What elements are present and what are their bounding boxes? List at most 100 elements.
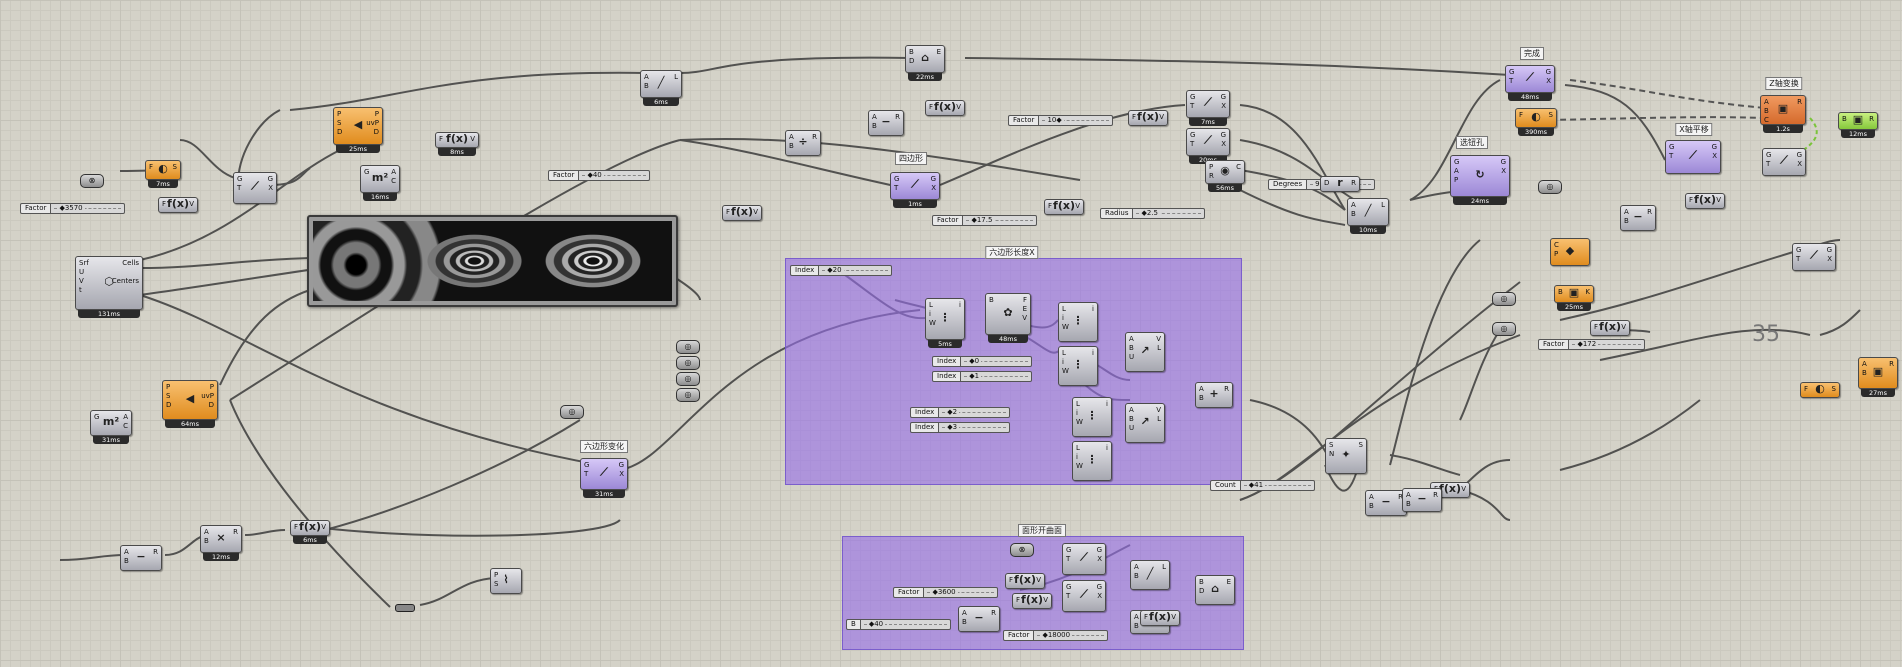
param-i[interactable]: ◎ [1492,322,1516,336]
component-outputs[interactable]: i [959,301,961,309]
component-li3[interactable]: L i W⋮i [1072,397,1112,437]
component-inputs[interactable]: A B U [1129,406,1135,432]
component-outputs[interactable]: R [233,528,238,536]
component-inputs[interactable]: Srf U V t [79,259,89,294]
component-outputs[interactable]: V L [1156,406,1161,423]
component-inputs[interactable]: P R [1209,163,1214,180]
component-inputs[interactable]: A B U [1129,335,1135,361]
component-outputs[interactable]: i [1106,400,1108,408]
component-inputs[interactable]: A B [1406,491,1411,508]
component-outputs[interactable]: Cells Centers [111,259,139,285]
component-outputs[interactable]: K [1585,288,1590,296]
component-line3[interactable]: A B╱L [1130,560,1170,590]
component-inputs[interactable]: F [149,163,154,171]
component-inputs[interactable]: L i W [1062,305,1069,331]
slider-index-20[interactable]: Index◆20 [790,265,892,276]
slider-index-2[interactable]: Index◆2 [910,407,1010,418]
component-outputs[interactable]: R [1647,208,1652,216]
component-inputs[interactable]: A B [1624,208,1629,225]
component-sn[interactable]: S N✦S [1325,438,1367,474]
param-c[interactable]: ◎ [676,372,700,386]
component-rng[interactable]: G T⟋G X [233,172,277,204]
param-h[interactable]: ◎ [1492,292,1516,306]
param-f[interactable]: ◎ [1538,180,1562,194]
component-inputs[interactable]: L i W [929,301,936,327]
component-outputs[interactable]: V [1043,596,1048,604]
param-d[interactable]: ◎ [676,388,700,402]
component-orange1[interactable]: C P◆ [1550,238,1590,266]
component-sub4[interactable]: A B−R [120,545,162,571]
component-outputs[interactable]: G X [1826,246,1832,263]
wire-relay[interactable] [395,604,415,612]
component-inputs[interactable]: D [1324,179,1330,187]
component-outputs[interactable]: R [812,133,817,141]
component-outputs[interactable]: S [172,163,177,171]
component-inputs[interactable]: F [1519,111,1524,119]
component-inputs[interactable]: P S D [337,110,343,136]
slider-count[interactable]: Count◆41 [1210,480,1315,491]
component-rng7[interactable]: G T⟋G X [1762,148,1806,176]
component-inputs[interactable]: L i W [1062,349,1069,375]
component-rng4[interactable]: G T⟋G X20ms [1186,128,1230,164]
component-outputs[interactable]: P uvP D [366,110,379,136]
component-outputs[interactable]: V [470,135,475,143]
component-inputs[interactable]: F [162,200,167,208]
component-outputs[interactable]: G X [267,175,273,192]
component-inputs[interactable]: G T [1766,151,1772,168]
component-inputs[interactable]: G T [237,175,243,192]
component-outputs[interactable]: G X [1500,158,1506,175]
component-outputs[interactable]: S [1548,111,1553,119]
component-inputs[interactable]: B [1842,115,1847,123]
component-outputs[interactable]: R [895,113,900,121]
param-a[interactable]: ◎ [676,340,700,354]
component-outputs[interactable]: V [956,103,961,111]
component-outputs[interactable]: G X [930,175,936,192]
param-b[interactable]: ◎ [676,356,700,370]
component-rng6[interactable]: G T⟋G X [1665,140,1721,174]
component-inputs[interactable]: A B [1199,385,1204,402]
component-inputs[interactable]: F [294,523,299,531]
component-outputs[interactable]: V L [1156,335,1161,352]
component-inputs[interactable]: A B [872,113,877,130]
slider-factor-17-5[interactable]: Factor◆17.5 [932,215,1037,226]
component-outputs[interactable]: S [1358,441,1363,449]
component-outputs[interactable]: V [1716,196,1721,204]
component-outputs[interactable]: V [753,208,758,216]
component-inputs[interactable]: A B [1134,563,1139,580]
component-inputs[interactable]: A B C [1764,98,1769,124]
component-outputs[interactable]: V [189,200,194,208]
component-inputs[interactable]: P S [494,571,499,588]
component-outputs[interactable]: E [936,48,941,56]
component-rng8[interactable]: G T⟋G X [1792,243,1836,271]
slider-factor-40[interactable]: Factor◆40 [548,170,650,181]
component-inputs[interactable]: F [439,135,444,143]
component-inputs[interactable]: G T [894,175,900,192]
component-outputs[interactable]: G X [1220,93,1226,110]
component-inputs[interactable]: C P [1554,241,1559,258]
component-inputs[interactable]: G T [1190,131,1196,148]
slider-b-40[interactable]: B◆40 [846,619,951,630]
component-inputs[interactable]: L i W [1076,400,1083,426]
component-outputs[interactable]: G X [1711,143,1717,160]
